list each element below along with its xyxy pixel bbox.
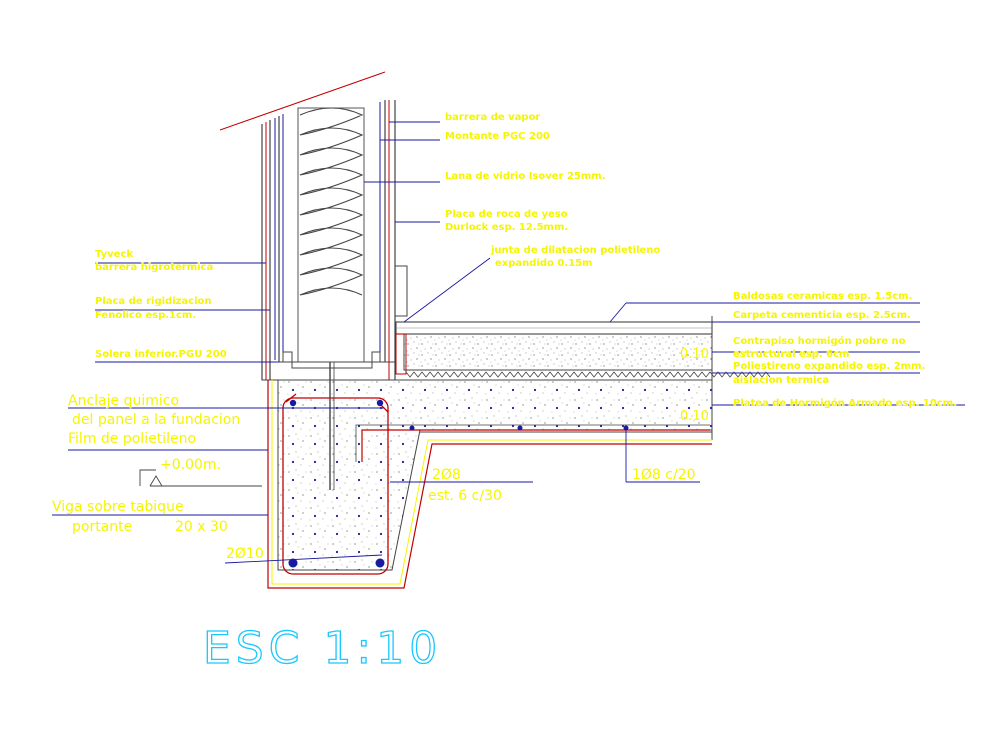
leader-lines — [52, 121, 965, 564]
label-barrera-vapor: barrera de vapor — [445, 112, 540, 123]
label-baldosas: Baldosas ceramicas esp. 1.5cm. — [733, 291, 912, 302]
rebar-top-right — [376, 399, 384, 407]
foundation-slab-and-beam — [267, 362, 713, 589]
label-platea: Platea de Hormigón Armado esp. 10cm. — [733, 397, 957, 409]
lean-concrete-subfloor — [403, 333, 713, 371]
glass-wool-insulation — [299, 107, 364, 296]
label-thickness-platea: 0.10 — [680, 409, 709, 424]
label-junta-2: expandido 0.15m — [495, 258, 592, 269]
label-est: est. 6 c/30 — [428, 488, 502, 504]
floor-layers — [395, 316, 771, 440]
label-viga-1: Viga sobre tabique — [52, 499, 184, 515]
label-bar-2d8: 2Ø8 — [432, 467, 461, 483]
label-contrapiso-2: estructural esp. 6cm — [733, 349, 849, 360]
wall-break-line — [219, 71, 386, 131]
rebar-bottom-left — [288, 558, 298, 568]
label-contrapiso-1: Contrapiso hormigón pobre no — [733, 335, 906, 347]
label-placa-rig-1: Placa de rigidizacion — [95, 296, 212, 307]
label-solera: Solera inferior.PGU 200 — [95, 349, 227, 360]
expansion-joint — [395, 333, 407, 375]
label-placa-roca-1: Placa de roca de yeso — [445, 209, 568, 220]
label-anclaje-1: Anclaje quimico — [68, 393, 179, 409]
label-carpeta: Carpeta cementicia esp. 2.5cm. — [733, 310, 911, 321]
rebar-top-left — [289, 399, 297, 407]
label-nivel: +0.00m. — [160, 457, 221, 473]
label-tyvek-2: barrera higrotermica — [95, 262, 213, 273]
label-thickness-contrapiso: 0.10 — [680, 347, 709, 362]
wall-section — [219, 71, 408, 381]
label-film: Film de polietileno — [68, 431, 196, 447]
label-montante: Montante PGC 200 — [445, 131, 550, 142]
rebar-bottom-right — [375, 558, 385, 568]
label-tyvek-1: Tyveck — [95, 249, 133, 260]
beam-outline-red — [267, 380, 712, 589]
scale-label: ESC 1:10 — [203, 623, 442, 674]
stirrup — [282, 397, 389, 575]
label-placa-rig-2: Fenolico esp.1cm. — [95, 310, 196, 321]
label-junta-1: junta de dilatacion polietileno — [490, 245, 660, 256]
label-viga-dim: 20 x 30 — [175, 519, 228, 535]
label-placa-roca-2: Durlock esp. 12.5mm. — [445, 222, 568, 233]
annotations: barrera de vapor Montante PGC 200 Lana d… — [52, 112, 958, 675]
label-bar-2d10: 2Ø10 — [226, 546, 264, 562]
label-poliestireno: Poliestireno expandido esp. 2mm. — [733, 361, 925, 372]
label-viga-2: portante — [72, 519, 132, 535]
label-aislacion: aislacion termica — [733, 375, 829, 386]
label-anclaje-2: del panel a la fundacion — [72, 412, 240, 428]
label-bar-1d8: 1Ø8 c/20 — [632, 467, 696, 483]
polystyrene-layer — [405, 371, 771, 378]
label-lana-vidrio: Lana de vidrio Isover 25mm. — [445, 171, 606, 182]
slab-rebar — [361, 429, 710, 462]
